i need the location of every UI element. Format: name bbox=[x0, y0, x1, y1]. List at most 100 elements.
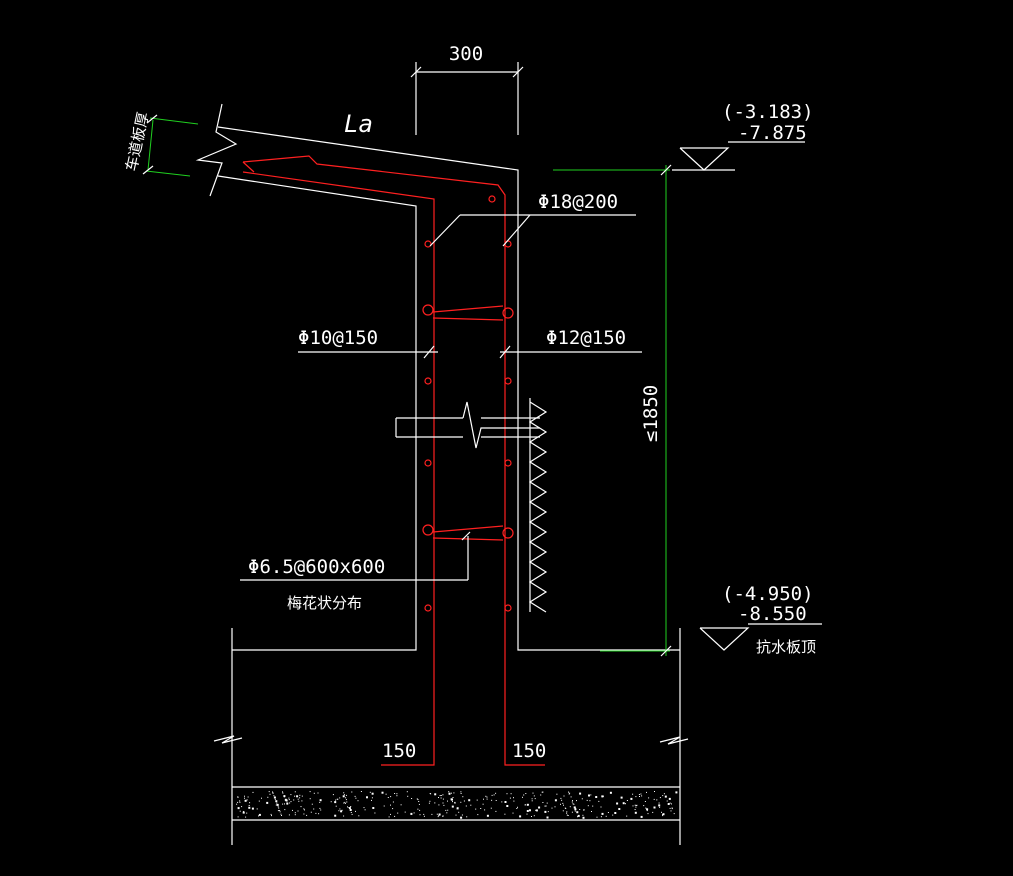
gravel-dot bbox=[273, 796, 276, 799]
gravel-dot bbox=[397, 812, 399, 814]
gravel-dot bbox=[311, 803, 313, 805]
gravel-dot bbox=[574, 810, 576, 812]
height-dimension: ≤1850 bbox=[553, 164, 672, 657]
gravel-dot bbox=[300, 806, 302, 808]
gravel-dot bbox=[646, 810, 648, 812]
gravel-dot bbox=[272, 791, 273, 793]
gravel-dot bbox=[272, 792, 274, 794]
gravel-dot bbox=[460, 793, 462, 794]
gravel-dot bbox=[390, 796, 392, 798]
gravel-dot bbox=[570, 796, 572, 798]
gravel-dot bbox=[448, 791, 450, 793]
gravel-dot bbox=[276, 803, 279, 806]
gravel-dot bbox=[576, 811, 579, 814]
gravel-dot bbox=[671, 803, 672, 805]
gravel-dot bbox=[244, 797, 245, 799]
gravel-dot bbox=[662, 815, 664, 817]
gravel-dot bbox=[573, 803, 575, 805]
la-label: La bbox=[344, 110, 373, 138]
gravel-dot bbox=[355, 797, 357, 799]
gravel-dot bbox=[509, 797, 511, 799]
elevation-bottom: (-4.950) -8.550 抗水板顶 bbox=[699, 583, 822, 656]
gravel-dot bbox=[513, 800, 515, 802]
gravel-dot bbox=[501, 801, 503, 803]
gravel-dot bbox=[466, 816, 468, 818]
gravel-dot bbox=[392, 808, 394, 810]
gravel-dot bbox=[358, 815, 360, 817]
dim-150-right: 150 bbox=[512, 740, 546, 762]
gravel-dot bbox=[288, 799, 290, 801]
gravel-dot bbox=[447, 800, 448, 802]
gravel-dot bbox=[596, 816, 598, 818]
gravel-dot bbox=[447, 809, 449, 811]
gravel-dot bbox=[475, 808, 477, 810]
gravel-dot bbox=[527, 804, 529, 805]
gravel-dot bbox=[319, 801, 321, 803]
gravel-dot bbox=[388, 816, 390, 818]
gravel-dot bbox=[530, 809, 531, 811]
gravel-dot bbox=[258, 813, 261, 816]
gravel-dot bbox=[438, 813, 441, 816]
gravel-dot bbox=[294, 814, 296, 816]
gravel-dot bbox=[237, 816, 239, 818]
gravel-dot bbox=[442, 794, 444, 796]
gravel-dot bbox=[581, 798, 583, 800]
gravel-dot bbox=[538, 807, 540, 809]
gravel-dot bbox=[279, 810, 281, 811]
gravel-dot bbox=[348, 807, 351, 810]
gravel-dot bbox=[237, 801, 239, 803]
gravel-dot bbox=[571, 801, 573, 803]
gravel-dot bbox=[248, 805, 250, 806]
gravel-dot bbox=[480, 808, 482, 809]
gravel-dot bbox=[288, 814, 290, 816]
gravel-dot bbox=[579, 809, 581, 810]
gravel-dot bbox=[357, 800, 359, 802]
gravel-dot bbox=[284, 803, 285, 805]
gravel-dot bbox=[279, 811, 281, 813]
gravel-dot bbox=[345, 799, 347, 801]
gravel-dot bbox=[310, 811, 312, 813]
gravel-dot bbox=[396, 795, 398, 797]
gravel-dot bbox=[561, 799, 563, 801]
rebars bbox=[242, 155, 545, 766]
gravel-dot bbox=[671, 807, 673, 809]
gravel-dot bbox=[320, 809, 322, 811]
gravel-dot bbox=[394, 815, 396, 817]
gravel-dot bbox=[417, 799, 419, 801]
gravel-dot bbox=[526, 810, 529, 812]
gravel-dot bbox=[366, 796, 368, 799]
gravel-dot bbox=[354, 795, 356, 797]
gravel-dot bbox=[563, 795, 565, 797]
gravel-dot bbox=[491, 794, 493, 796]
gravel-dot bbox=[244, 799, 247, 802]
gravel-dot bbox=[270, 813, 272, 815]
gravel-dot bbox=[383, 805, 385, 807]
base-slab bbox=[232, 786, 680, 821]
gravel-dot bbox=[319, 807, 321, 809]
dim-300-label: 300 bbox=[449, 43, 483, 65]
gravel-dot bbox=[620, 796, 623, 799]
gravel-dot bbox=[294, 812, 296, 814]
gravel-dot bbox=[600, 806, 602, 808]
gravel-dot bbox=[436, 813, 438, 815]
gravel-dot bbox=[590, 794, 592, 796]
gravel-dot bbox=[428, 802, 430, 804]
elevation-top-abs: -7.875 bbox=[738, 122, 807, 144]
gravel-dot bbox=[522, 796, 523, 798]
gravel-dot bbox=[394, 793, 396, 794]
gravel-dot bbox=[449, 793, 451, 795]
gravel-dot bbox=[640, 815, 643, 818]
gravel-dot bbox=[351, 791, 353, 793]
gravel-dot bbox=[454, 802, 456, 804]
gravel-dot bbox=[523, 794, 525, 796]
gravel-dot bbox=[237, 796, 239, 798]
gravel-dot bbox=[244, 795, 245, 797]
gravel-dot bbox=[364, 809, 366, 811]
gravel-dot bbox=[512, 812, 514, 814]
slab-thickness-label: 车道板厚 bbox=[122, 110, 152, 172]
gravel-dot bbox=[268, 791, 270, 793]
gravel-dot bbox=[303, 808, 305, 810]
gravel-dot bbox=[438, 797, 439, 798]
gravel-dot bbox=[419, 814, 421, 816]
gravel-dot bbox=[482, 803, 484, 805]
